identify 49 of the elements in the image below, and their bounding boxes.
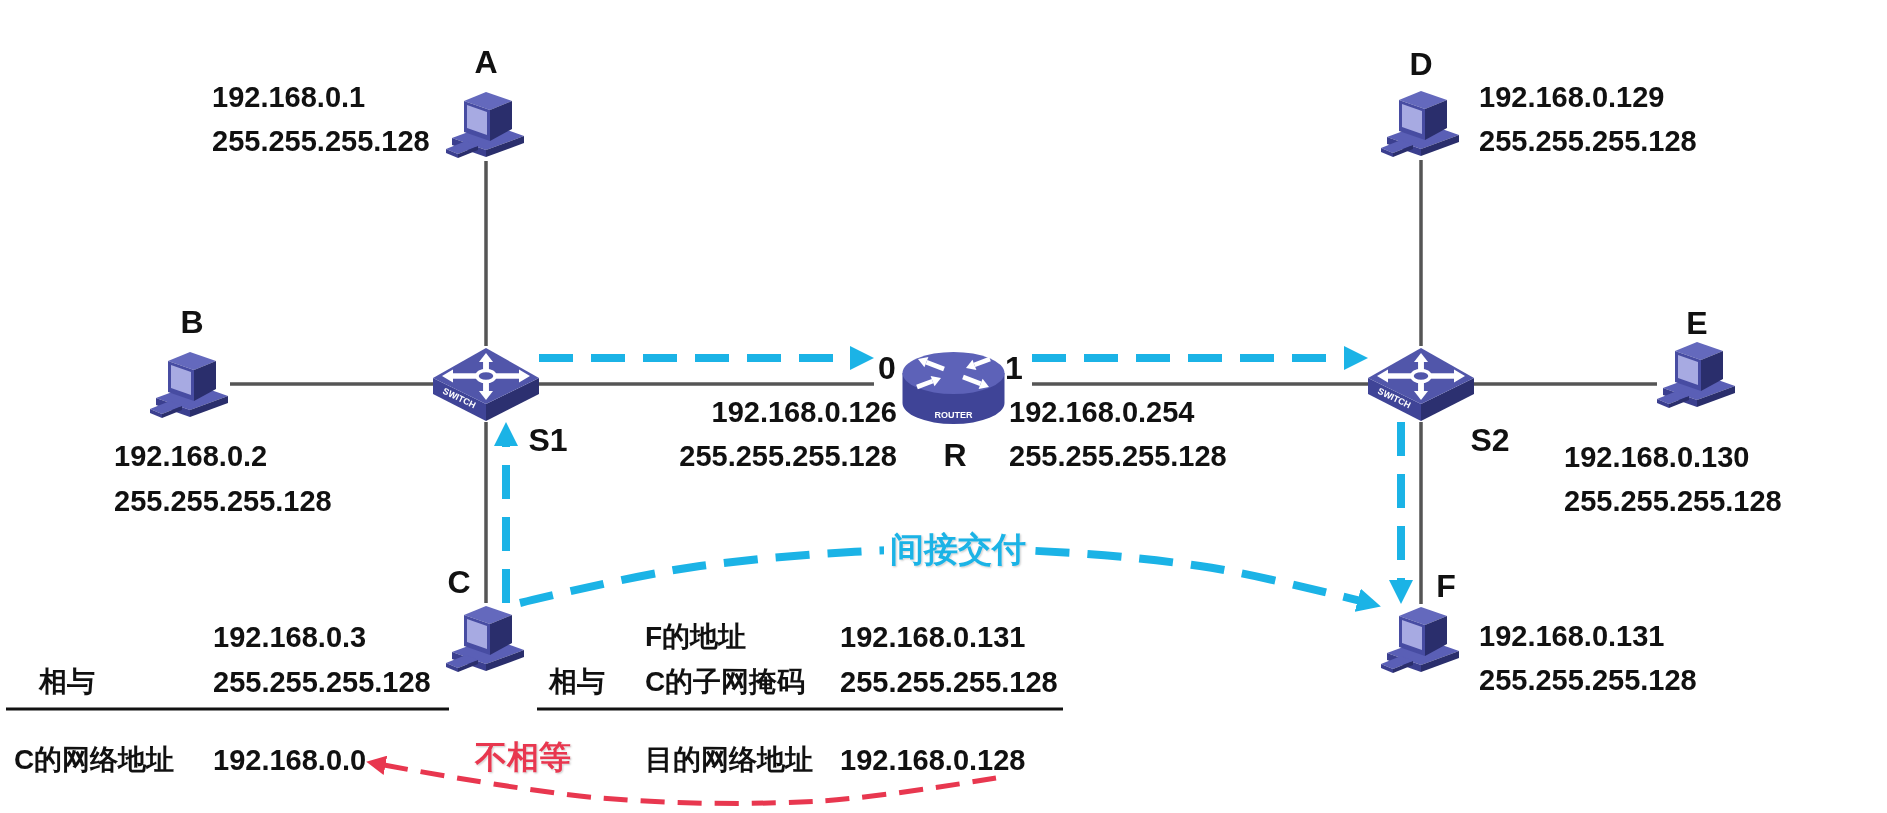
subnet-mask: 255.255.255.128 (1479, 124, 1697, 159)
link-line (1032, 382, 1368, 386)
subnet-mask: 255.255.255.128 (212, 124, 430, 159)
operation-label: 相与 (39, 665, 95, 699)
ip-address: 192.168.0.131 (1479, 619, 1665, 654)
node-label: F (1436, 570, 1456, 602)
ip-address: 192.168.0.2 (114, 439, 268, 474)
row-label: F的地址 (645, 620, 747, 654)
ip-address: 192.168.0.3 (213, 620, 367, 655)
ip-address: 192.168.0.1 (212, 80, 366, 115)
link-line (1474, 382, 1657, 386)
port-number: 1 (1005, 352, 1023, 384)
link-line (484, 161, 488, 346)
node-label: B (180, 306, 204, 338)
network-address: 192.168.0.0 (213, 742, 367, 778)
subnet-mask: 255.255.255.128 (679, 439, 897, 474)
ip-address: 192.168.0.126 (711, 395, 897, 430)
subnet-mask: 255.255.255.128 (1479, 663, 1697, 698)
link-line (1419, 422, 1423, 604)
ip-address: 192.168.0.131 (840, 620, 1026, 655)
port-number: 0 (878, 352, 896, 384)
node-label: R (943, 439, 967, 471)
dashed-arrow (366, 755, 997, 806)
network-address: 192.168.0.128 (840, 742, 1026, 778)
node-label: D (1409, 48, 1433, 80)
subnet-mask: 255.255.255.128 (1564, 484, 1782, 519)
row-label: C的网络地址 (14, 743, 175, 777)
node-label: A (474, 46, 498, 78)
node-label: S2 (1470, 424, 1510, 456)
node-label: C (447, 566, 471, 598)
device-label: ROUTER (934, 410, 973, 420)
ip-address: 192.168.0.129 (1479, 80, 1665, 115)
link-line (484, 422, 488, 603)
ip-address: 192.168.0.130 (1564, 440, 1750, 475)
row-label: C的子网掩码 (645, 665, 806, 699)
node-label: S1 (528, 424, 568, 456)
node-label: E (1686, 307, 1708, 339)
dashed-arrow (539, 346, 874, 370)
link-line (539, 382, 874, 386)
subnet-mask: 255.255.255.128 (213, 665, 431, 700)
link-line (230, 382, 433, 386)
subnet-mask: 255.255.255.128 (1009, 439, 1227, 474)
operation-label: 相与 (549, 665, 605, 699)
subnet-mask: 255.255.255.128 (840, 665, 1058, 700)
row-label: 目的网络地址 (645, 743, 813, 777)
ip-address: 192.168.0.254 (1009, 395, 1195, 430)
dashed-arrow (1389, 422, 1413, 604)
link-line (1419, 160, 1423, 346)
subnet-mask: 255.255.255.128 (114, 484, 332, 519)
